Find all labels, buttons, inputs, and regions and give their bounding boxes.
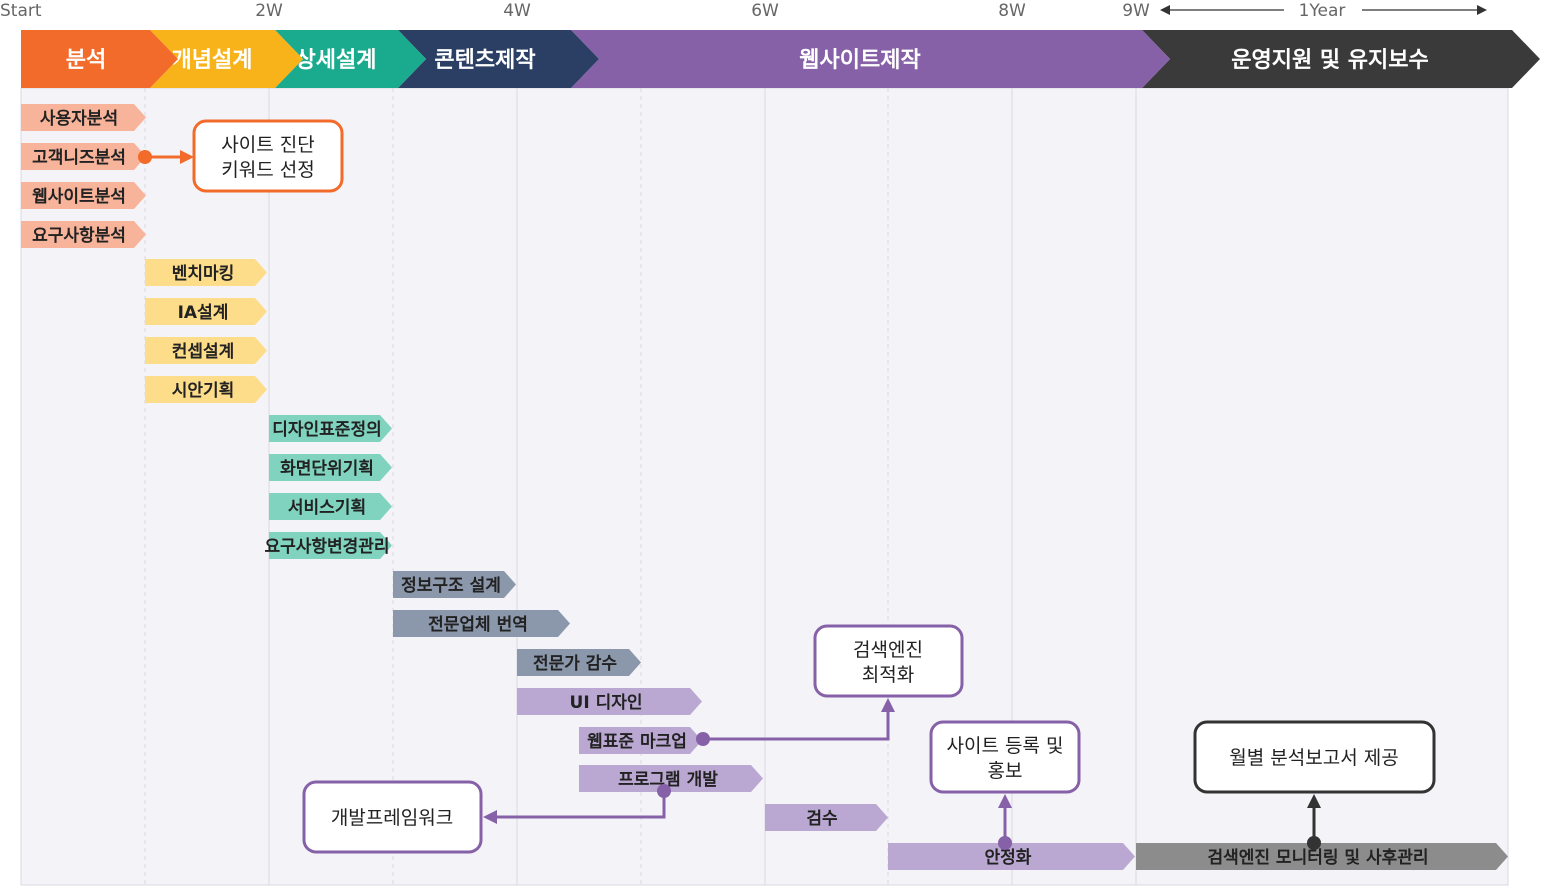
- callout-site-registration-line1: 사이트 등록 및: [947, 735, 1064, 757]
- task-label-19: 안정화: [985, 848, 1032, 868]
- task-1: 고객니즈분석: [21, 143, 146, 170]
- phase-chevron-4: 웹사이트제작: [571, 30, 1170, 88]
- task-label-12: 정보구조 설계: [401, 576, 501, 596]
- phase-chevron-1: 개념설계: [150, 30, 303, 88]
- phase-label-2: 상세설계: [296, 48, 377, 73]
- callout-seo: 검색엔진 최적화: [813, 624, 964, 698]
- callout-framework-line1: 개발프레임워크: [331, 807, 453, 829]
- week-label-2w: 2W: [255, 1, 283, 21]
- task-label-6: 컨셉설계: [172, 342, 235, 362]
- week-axis: Start 2W 4W 6W 8W 9W 1Year: [0, 1, 1345, 21]
- task-label-9: 화면단위기획: [280, 459, 374, 479]
- task-label-7: 시안기획: [172, 381, 235, 401]
- connector-framework: [483, 784, 671, 824]
- phase-label-3: 콘텐츠제작: [434, 48, 535, 73]
- task-label-8: 디자인표준정의: [272, 420, 381, 440]
- connector-site-diagnosis: [138, 150, 194, 164]
- week-label-8w: 8W: [998, 1, 1026, 21]
- phase-chevron-3: 콘텐츠제작: [398, 30, 599, 88]
- connector-monthly-report: [1307, 794, 1321, 850]
- phase-chevron-5: 운영지원 및 유지보수: [1142, 30, 1540, 88]
- week-label-9w: 9W: [1122, 1, 1150, 21]
- task-0: 사용자분석: [21, 104, 146, 131]
- task-8: 디자인표준정의: [269, 415, 392, 442]
- task-4: 벤치마킹: [145, 259, 267, 286]
- task-label-17: 프로그램 개발: [618, 770, 718, 790]
- task-label-4: 벤치마킹: [172, 264, 235, 284]
- week-label-6w: 6W: [751, 1, 779, 21]
- grid-lines: [268, 88, 1137, 885]
- task-3: 요구사항분석: [21, 221, 146, 248]
- task-20: 검색엔진 모니터링 및 사후관리: [1136, 843, 1508, 870]
- task-6: 컨셉설계: [145, 337, 267, 364]
- phase-label-0: 분석: [66, 48, 106, 73]
- callout-seo-line1: 검색엔진: [853, 639, 923, 661]
- task-12: 정보구조 설계: [393, 571, 516, 598]
- task-label-3: 요구사항분석: [32, 225, 126, 246]
- task-label-16: 웹표준 마크업: [587, 732, 687, 752]
- task-16: 웹표준 마크업: [579, 727, 702, 754]
- task-label-10: 서비스기획: [288, 498, 366, 518]
- task-label-2: 웹사이트분석: [32, 187, 126, 207]
- callout-monthly-report-line1: 월별 분석보고서 제공: [1229, 747, 1398, 769]
- task-label-13: 전문업체 번역: [428, 615, 528, 635]
- year-range-arrow: [1160, 5, 1487, 15]
- task-19: 안정화: [888, 843, 1135, 870]
- task-label-18: 검수: [806, 809, 838, 829]
- connector-site-registration: [998, 794, 1012, 850]
- task-17: 프로그램 개발: [579, 765, 763, 792]
- task-5: IA설계: [145, 298, 267, 325]
- task-label-11: 요구사항변경관리: [264, 536, 389, 557]
- task-11: 요구사항변경관리: [264, 532, 392, 559]
- task-10: 서비스기획: [269, 493, 392, 520]
- task-13: 전문업체 번역: [393, 610, 570, 637]
- callout-site-diagnosis-line1: 사이트 진단: [221, 134, 314, 156]
- task-9: 화면단위기획: [269, 454, 392, 481]
- connector-seo: [696, 698, 895, 746]
- task-15: UI 디자인: [517, 688, 702, 715]
- callout-site-registration-line2: 홍보: [988, 760, 1023, 782]
- phase-label-4: 웹사이트제작: [799, 48, 920, 73]
- task-7: 시안기획: [145, 376, 267, 403]
- callout-seo-line2: 최적화: [862, 664, 914, 686]
- task-14: 전문가 감수: [517, 649, 641, 676]
- task-label-15: UI 디자인: [570, 693, 643, 713]
- phase-bar: 운영지원 및 유지보수 웹사이트제작 콘텐츠제작 상세설계 개념설계 분석: [21, 30, 1540, 88]
- phase-chevron-2: 상세설계: [275, 30, 426, 88]
- callout-site-registration: 사이트 등록 및 홍보: [929, 720, 1081, 794]
- phase-chevron-0: 분석: [21, 30, 178, 88]
- week-label-1year: 1Year: [1299, 1, 1346, 21]
- task-label-1: 고객니즈분석: [32, 148, 126, 168]
- week-label-4w: 4W: [503, 1, 531, 21]
- task-label-5: IA설계: [178, 303, 229, 323]
- week-label-start: Start: [0, 1, 42, 21]
- task-label-0: 사용자분석: [40, 109, 118, 129]
- phase-label-1: 개념설계: [172, 48, 253, 73]
- phase-label-5: 운영지원 및 유지보수: [1231, 48, 1428, 73]
- callout-framework: 개발프레임워크: [302, 780, 483, 854]
- task-label-20: 검색엔진 모니터링 및 사후관리: [1207, 847, 1428, 868]
- task-2: 웹사이트분석: [21, 182, 146, 209]
- callout-site-diagnosis-line2: 키워드 선정: [221, 159, 314, 181]
- callout-monthly-report: 월별 분석보고서 제공: [1193, 720, 1436, 794]
- task-label-14: 전문가 감수: [533, 654, 617, 674]
- callout-site-diagnosis: 사이트 진단 키워드 선정: [192, 119, 344, 193]
- task-18: 검수: [765, 804, 888, 831]
